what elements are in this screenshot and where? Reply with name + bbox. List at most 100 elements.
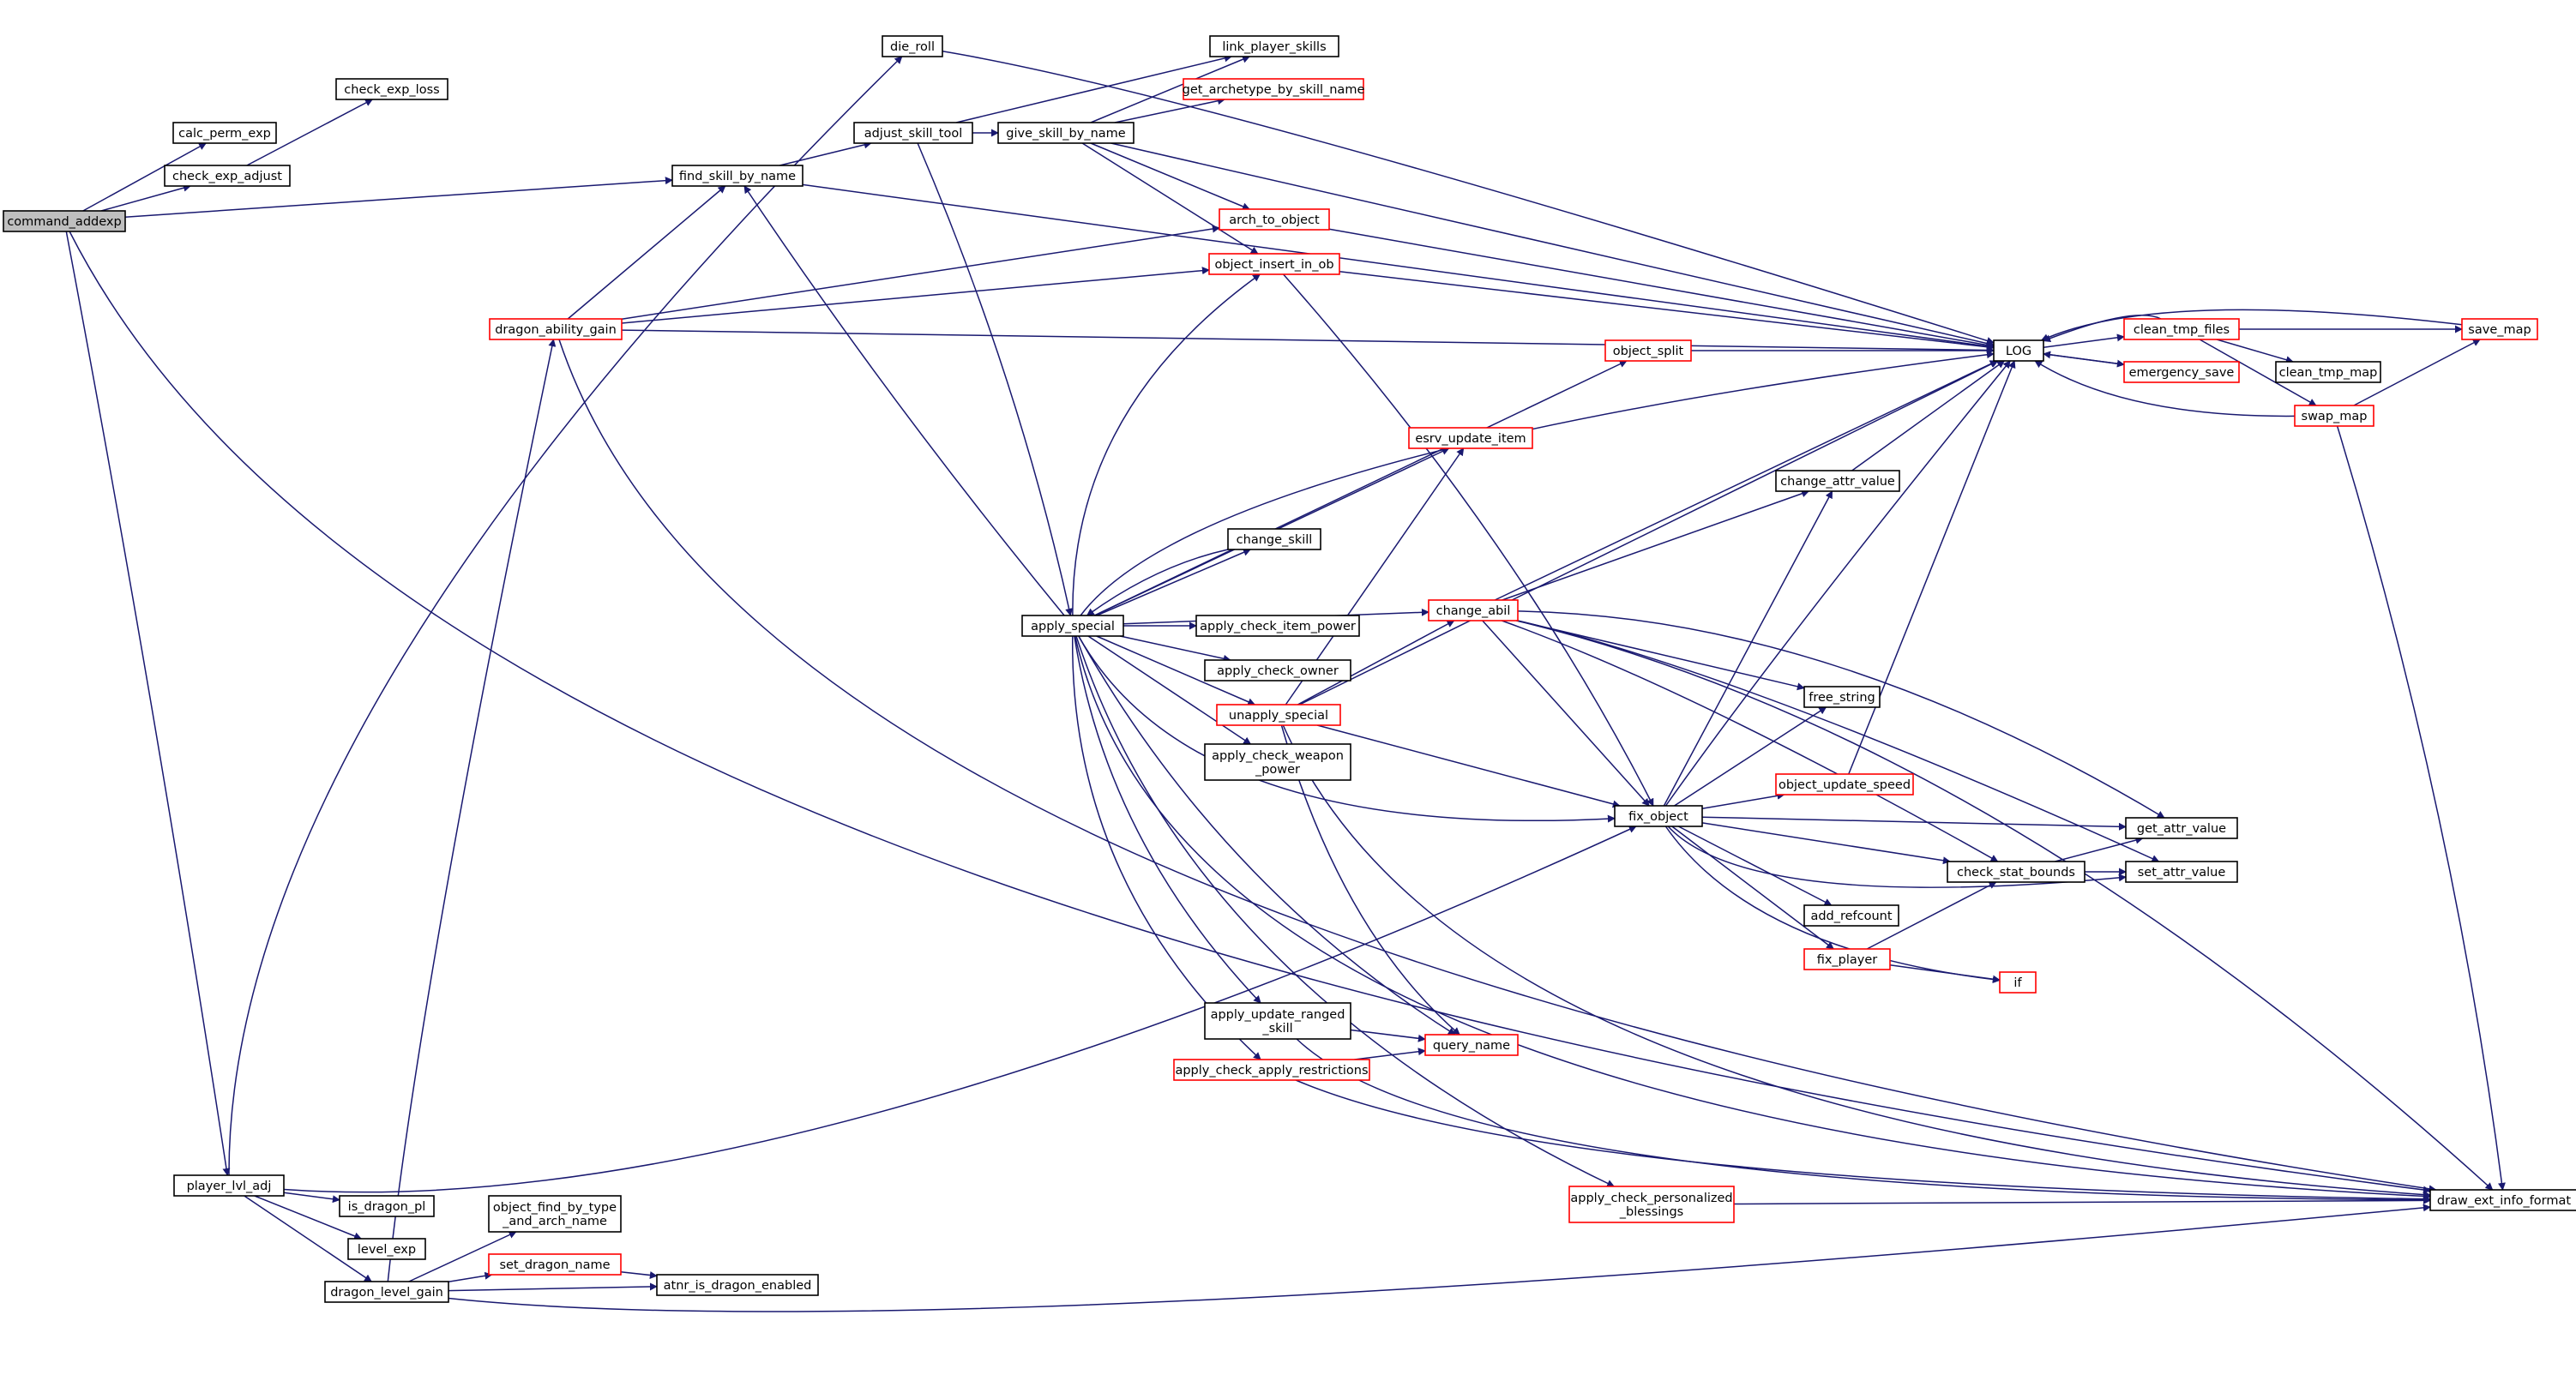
edge-change-abil-to-draw-ext-info-format (1515, 620, 2494, 1191)
node-atnr-is-dragon-enabled[interactable]: atnr_is_dragon_enabled (656, 1274, 819, 1296)
node-box (1775, 773, 1914, 796)
edge-fix-object-to-check-stat-bounds (1701, 822, 1951, 865)
edge-change-attr-value-to-LOG (1851, 360, 2006, 471)
node-check-exp-adjust[interactable]: check_exp_adjust (164, 165, 291, 187)
node-change-abil[interactable]: change_abil (1428, 599, 1519, 621)
node-label: LOG (2006, 345, 2031, 358)
edge-dragon-level-gain-to-atnr-is-dragon-enabled (448, 1282, 658, 1292)
edge-fix-object-to-fix-player (1671, 826, 1834, 950)
node-clean-tmp-map[interactable]: clean_tmp_map (2275, 361, 2381, 383)
node-if[interactable]: if (1999, 971, 2037, 994)
node-box (2461, 318, 2538, 340)
node-emergency-save[interactable]: emergency_save (2123, 361, 2240, 383)
edge-dragon-ability-gain-to-draw-ext-info-format (558, 339, 2437, 1193)
node-apply-check-apply-restrictions[interactable]: apply_check_apply_restrictions (1173, 1059, 1370, 1081)
node-box (1227, 528, 1321, 550)
edge-unapply-special-to-change-abil (1297, 620, 1455, 706)
node-die-roll[interactable]: die_roll (882, 35, 943, 57)
edge-change-abil-to-get-attr-value (1517, 610, 2165, 819)
node-label: apply_check_personalized (1570, 1192, 1732, 1205)
node-get-archetype-by-skill-name[interactable]: get_archetype_by_skill_name (1183, 78, 1365, 100)
node-box (489, 318, 623, 340)
node-LOG[interactable]: LOG (1993, 339, 2044, 362)
node-adjust-skill-tool[interactable]: adjust_skill_tool (853, 122, 973, 144)
node-get-attr-value[interactable]: get_attr_value (2125, 817, 2238, 839)
node-label: object_insert_in_ob (1214, 258, 1333, 272)
node-draw-ext-info-format[interactable]: draw_ext_info_format (2429, 1189, 2576, 1211)
edge-dragon-ability-gain-to-LOG (621, 329, 1995, 354)
edge-swap-map-to-draw-ext-info-format (2336, 425, 2506, 1191)
edge-clean-tmp-files-to-swap-map (2199, 339, 2317, 406)
node-object-update-speed[interactable]: object_update_speed (1775, 773, 1914, 796)
node-label: set_dragon_name (499, 1258, 610, 1272)
node-apply-check-weapon-power[interactable]: apply_check_weapon_power (1204, 743, 1351, 781)
node-check-stat-bounds[interactable]: check_stat_bounds (1947, 861, 2085, 883)
node-box (1204, 659, 1351, 681)
node-label: give_skill_by_name (1006, 127, 1126, 141)
node-is-dragon-pl[interactable]: is_dragon_pl (339, 1195, 435, 1217)
node-add-refcount[interactable]: add_refcount (1803, 904, 1899, 927)
node-set-attr-value[interactable]: set_attr_value (2125, 861, 2238, 883)
node-save-map[interactable]: save_map (2461, 318, 2538, 340)
node-unapply-special[interactable]: unapply_special (1216, 704, 1341, 726)
node-box (2125, 817, 2238, 839)
node-apply-update-ranged-skill[interactable]: apply_update_ranged_skill (1204, 1002, 1351, 1040)
edge-apply-special-to-object-insert-in-ob (1072, 273, 1261, 616)
node-link-player-skills[interactable]: link_player_skills (1209, 35, 1339, 57)
edge-change-abil-to-check-stat-bounds (1502, 620, 1999, 862)
edge-player-lvl-adj-to-die-roll (228, 56, 903, 1176)
node-label: query_name (1433, 1039, 1510, 1053)
node-find-skill-by-name[interactable]: find_skill_by_name (671, 165, 803, 187)
node-object-find-by-type-and-arch-name[interactable]: object_find_by_type_and_arch_name (488, 1195, 622, 1233)
node-fix-player[interactable]: fix_player (1803, 948, 1891, 970)
node-apply-special[interactable]: apply_special (1021, 615, 1124, 637)
node-box (1428, 599, 1519, 621)
edge-command-addexp-to-check-exp-adjust (100, 183, 191, 212)
node-change-attr-value[interactable]: change_attr_value (1775, 470, 1900, 492)
node-apply-check-owner[interactable]: apply_check_owner (1204, 659, 1351, 681)
node-label: add_refcount (1810, 910, 1892, 923)
node-label: atnr_is_dragon_enabled (664, 1279, 812, 1293)
node-apply-check-item-power[interactable]: apply_check_item_power (1195, 615, 1360, 637)
node-player-lvl-adj[interactable]: player_lvl_adj (173, 1174, 285, 1197)
edge-apply-special-to-unapply-special (1096, 635, 1256, 706)
node-box (882, 35, 943, 57)
node-query-name[interactable]: query_name (1424, 1034, 1519, 1056)
edge-fix-object-to-change-attr-value (1663, 490, 1833, 807)
node-label: apply_check_apply_restrictions (1175, 1064, 1368, 1078)
node-set-dragon-name[interactable]: set_dragon_name (488, 1253, 622, 1276)
node-command-addexp[interactable]: command_addexp (3, 210, 126, 232)
node-esrv-update-item[interactable]: esrv_update_item (1408, 427, 1533, 449)
node-object-insert-in-ob[interactable]: object_insert_in_ob (1208, 253, 1340, 275)
node-object-split[interactable]: object_split (1604, 339, 1692, 362)
node-box (347, 1238, 426, 1260)
node-dragon-level-gain[interactable]: dragon_level_gain (324, 1281, 449, 1303)
node-box (1803, 948, 1891, 970)
node-change-skill[interactable]: change_skill (1227, 528, 1321, 550)
node-box (2275, 361, 2381, 383)
node-dragon-ability-gain[interactable]: dragon_ability_gain (489, 318, 623, 340)
node-arch-to-object[interactable]: arch_to_object (1219, 208, 1330, 231)
node-check-exp-loss[interactable]: check_exp_loss (335, 78, 448, 100)
node-swap-map[interactable]: swap_map (2294, 405, 2374, 427)
node-box (1947, 861, 2085, 883)
edge-fix-object-to-get-attr-value (1701, 816, 2127, 831)
node-clean-tmp-files[interactable]: clean_tmp_files (2123, 318, 2240, 340)
node-label: unapply_special (1229, 709, 1328, 723)
node-label: adjust_skill_tool (864, 127, 963, 141)
node-level-exp[interactable]: level_exp (347, 1238, 426, 1260)
node-box (1195, 615, 1360, 637)
node-fix-object[interactable]: fix_object (1614, 805, 1703, 827)
node-free-string[interactable]: free_string (1803, 686, 1881, 708)
node-apply-check-personalized-blessings[interactable]: apply_check_personalized_blessings (1568, 1186, 1735, 1223)
edge-adjust-skill-tool-to-link-player-skills (955, 54, 1232, 123)
edge-unapply-special-to-draw-ext-info-format (1282, 724, 2431, 1199)
edge-clean-tmp-files-to-LOG (2043, 315, 2162, 342)
node-box (1209, 35, 1339, 57)
node-give-skill-by-name[interactable]: give_skill_by_name (997, 122, 1135, 144)
edge-object-update-speed-to-LOG (1848, 360, 2016, 775)
edge-swap-map-to-save-map (2353, 339, 2481, 406)
node-calc-perm-exp[interactable]: calc_perm_exp (172, 122, 277, 144)
node-label: if (2013, 976, 2022, 990)
node-box (2123, 318, 2240, 340)
